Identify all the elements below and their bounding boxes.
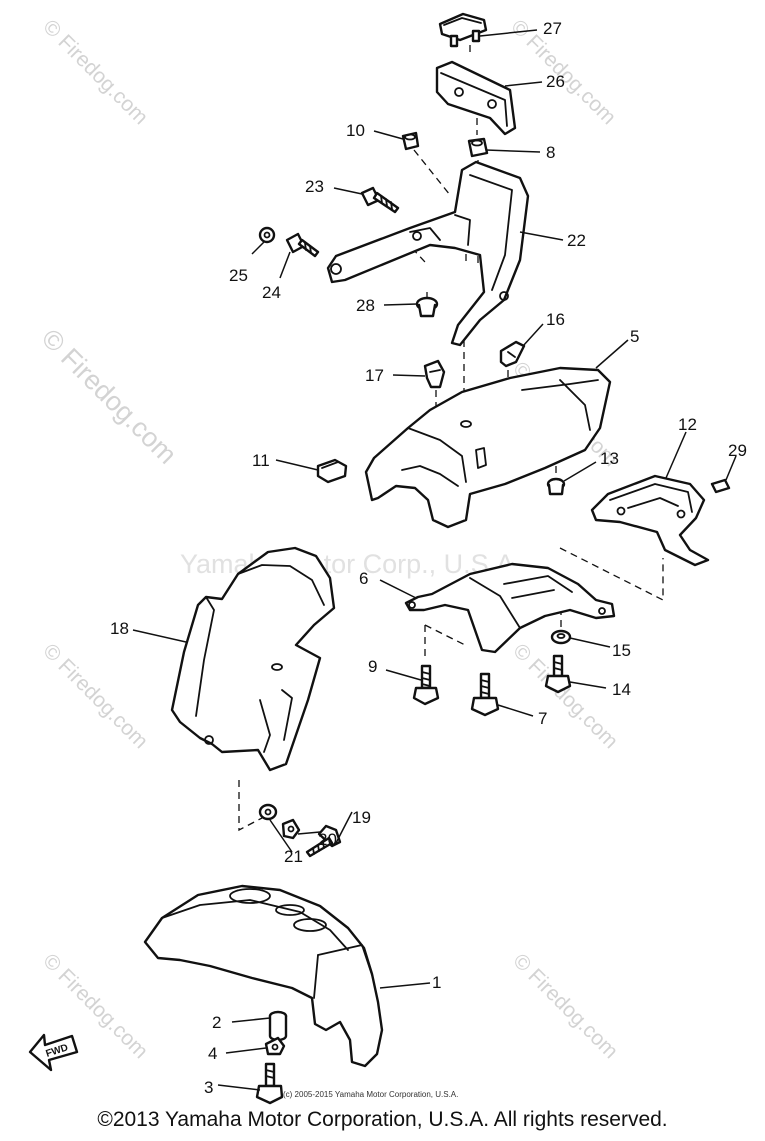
part-25-washer (258, 226, 276, 244)
callout-20: 20 (318, 830, 337, 849)
part-11-reflector (316, 458, 348, 484)
callout-15: 15 (612, 641, 631, 660)
callout-2: 2 (212, 1013, 221, 1032)
part-7-bolt (470, 672, 500, 717)
part-1-front-fender (143, 884, 384, 1068)
part-15-nut (550, 629, 572, 645)
callout-3: 3 (204, 1078, 213, 1097)
part-19-bolt (305, 824, 342, 858)
part-14-bolt (544, 654, 572, 694)
callout-25: 25 (229, 266, 248, 285)
callout-13: 13 (600, 449, 619, 468)
callout-4: 4 (208, 1044, 217, 1063)
callout-26: 26 (546, 72, 565, 91)
part-29-clip (710, 478, 731, 494)
part-16-clip (499, 340, 526, 368)
part-10-nut (401, 131, 420, 151)
fwd-direction-arrow: FWD (28, 1033, 79, 1072)
watermark-text: © Firedog.com (38, 15, 152, 129)
callout-14: 14 (612, 680, 631, 699)
part-3-bolt (255, 1062, 284, 1105)
part-4-nut (264, 1036, 286, 1056)
part-12-bracket (590, 474, 710, 567)
part-21-washer (258, 803, 278, 821)
callout-7: 7 (538, 709, 547, 728)
part-2-collar (268, 1010, 288, 1042)
watermark-text: © Firedog.com (508, 639, 622, 753)
watermark-text: © Firedog.com (36, 323, 183, 470)
callout-22: 22 (567, 231, 586, 250)
part-22-grab-rail (326, 160, 530, 347)
callout-9: 9 (368, 657, 377, 676)
callout-28: 28 (356, 296, 375, 315)
part-20-nut (281, 818, 301, 840)
part-24-bolt (285, 232, 320, 258)
callout-6: 6 (359, 569, 368, 588)
callout-1: 1 (432, 973, 441, 992)
part-5-rear-fender (364, 366, 612, 529)
part-26-bracket (435, 60, 517, 136)
part-6-stay (404, 562, 616, 654)
fine-print-copyright: (c) 2005-2015 Yamaha Motor Corporation, … (283, 1090, 458, 1099)
callout-12: 12 (678, 415, 697, 434)
callout-16: 16 (546, 310, 565, 329)
copyright-notice: ©2013 Yamaha Motor Corporation, U.S.A. A… (97, 1108, 668, 1131)
watermark-layer: © Firedog.com © Firedog.com © Firedog.co… (36, 15, 623, 1063)
part-13-grommet (546, 477, 566, 496)
callout-27: 27 (543, 19, 562, 38)
callout-8: 8 (546, 143, 555, 162)
part-9-bolt (412, 664, 440, 706)
part-28-grommet (415, 296, 439, 318)
callout-29: 29 (728, 441, 747, 460)
callout-24: 24 (262, 283, 281, 302)
callout-18: 18 (110, 619, 129, 638)
callout-21: 21 (284, 847, 303, 866)
callout-17: 17 (365, 366, 384, 385)
part-18-mudguard (170, 546, 336, 772)
callout-5: 5 (630, 327, 639, 346)
part-17-clip (423, 359, 446, 389)
callout-23: 23 (305, 177, 324, 196)
callout-10: 10 (346, 121, 365, 140)
callout-11: 11 (252, 451, 270, 470)
part-27-cap (438, 12, 488, 48)
part-8-nut (467, 137, 489, 158)
watermark-text: © Firedog.com (38, 639, 152, 753)
leader-lines (132, 29, 737, 1091)
callout-19: 19 (352, 808, 371, 827)
watermark-text: © Firedog.com (508, 949, 622, 1063)
part-23-bolt (360, 186, 400, 214)
callout-labels: 27 26 10 8 23 22 25 24 28 16 5 17 11 13 … (110, 19, 747, 1097)
